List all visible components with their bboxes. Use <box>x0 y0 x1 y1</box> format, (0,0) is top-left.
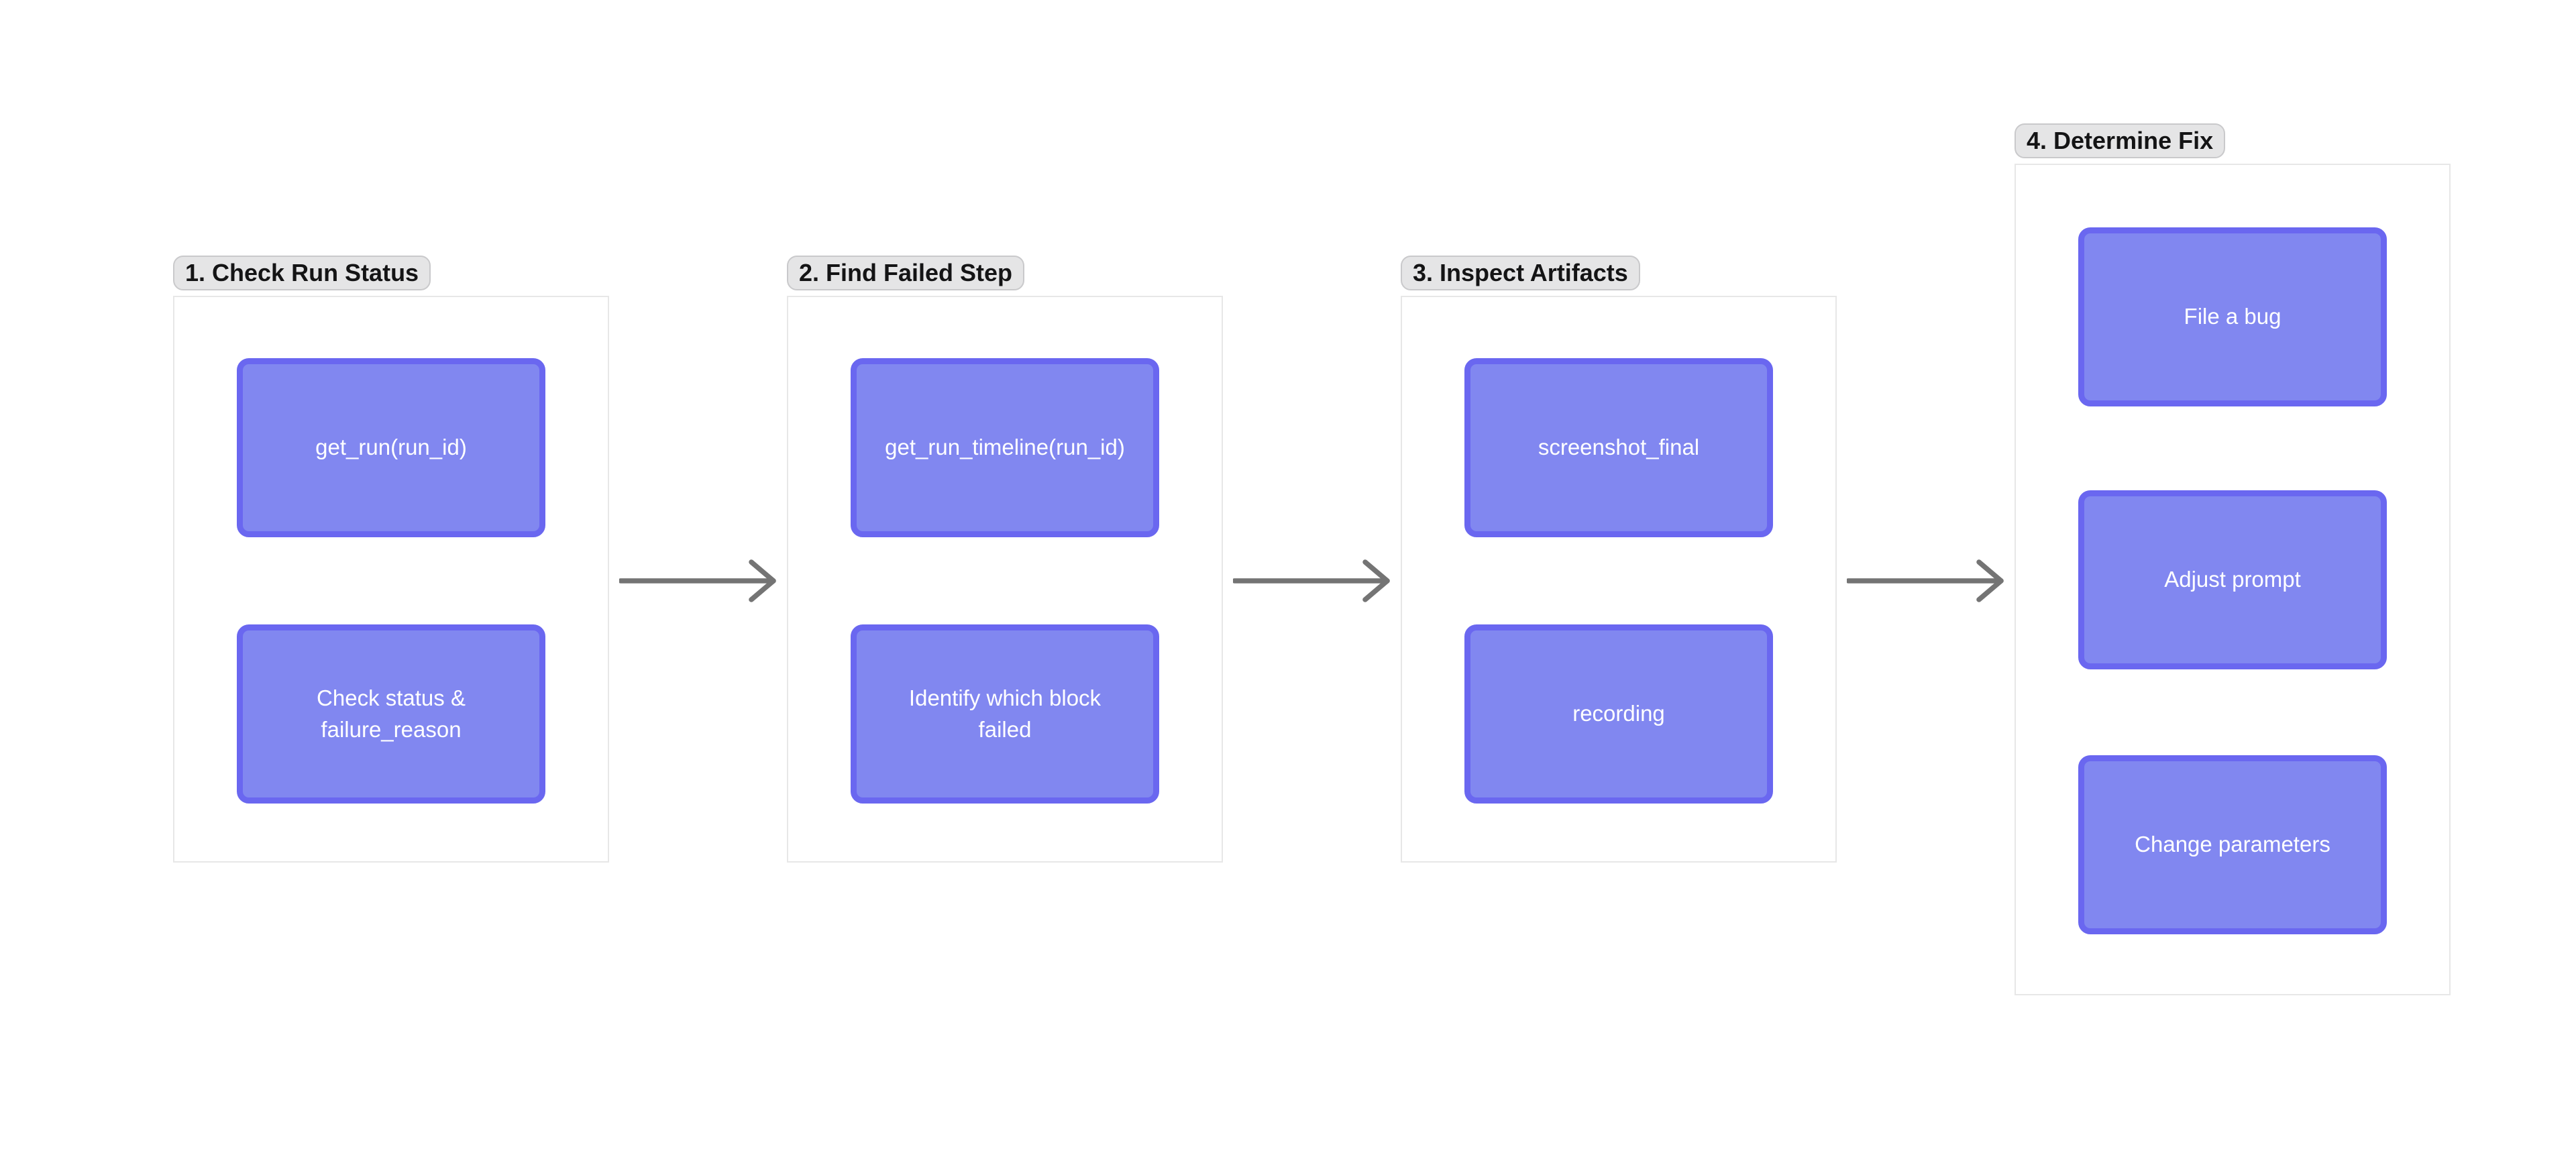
node-file-a-bug[interactable]: File a bug <box>2078 227 2387 406</box>
flow-arrow-3[interactable] <box>1847 541 2008 621</box>
node-screenshot-final[interactable]: screenshot_final <box>1464 358 1773 537</box>
group-frame[interactable]: get_run_timeline(run_id) Identify which … <box>787 296 1223 863</box>
arrow-right-icon <box>1362 559 1390 602</box>
group-label-chip[interactable]: 1. Check Run Status <box>173 256 431 290</box>
group-check-run-status: 1. Check Run Status get_run(run_id) Chec… <box>173 256 609 863</box>
node-label: screenshot_final <box>1538 435 1700 460</box>
group-frame[interactable]: screenshot_final recording <box>1401 296 1837 863</box>
group-frame[interactable]: File a bug Adjust prompt Change paramete… <box>2015 164 2451 995</box>
group-inspect-artifacts: 3. Inspect Artifacts screenshot_final re… <box>1401 256 1837 863</box>
node-label: Adjust prompt <box>2164 567 2301 592</box>
node-check-status-failure-reason[interactable]: Check status & failure_reason <box>237 624 545 804</box>
group-find-failed-step: 2. Find Failed Step get_run_timeline(run… <box>787 256 1223 863</box>
flow-arrow-1[interactable] <box>619 541 780 621</box>
node-label: Check status & failure_reason <box>317 685 466 742</box>
node-label: File a bug <box>2184 304 2282 329</box>
node-recording[interactable]: recording <box>1464 624 1773 804</box>
node-identify-failed-block[interactable]: Identify which block failed <box>851 624 1159 804</box>
node-label: get_run_timeline(run_id) <box>885 435 1125 460</box>
group-label-chip[interactable]: 3. Inspect Artifacts <box>1401 256 1640 290</box>
node-label: get_run(run_id) <box>315 435 467 460</box>
arrow-right-icon <box>1976 559 2004 602</box>
group-frame[interactable]: get_run(run_id) Check status & failure_r… <box>173 296 609 863</box>
node-label: Identify which block failed <box>908 685 1102 742</box>
flow-arrow-2[interactable] <box>1233 541 1394 621</box>
node-label: recording <box>1572 701 1665 726</box>
node-change-parameters[interactable]: Change parameters <box>2078 755 2387 934</box>
node-label: Change parameters <box>2135 832 2330 857</box>
node-get-run[interactable]: get_run(run_id) <box>237 358 545 537</box>
node-adjust-prompt[interactable]: Adjust prompt <box>2078 490 2387 669</box>
group-determine-fix: 4. Determine Fix File a bug Adjust promp… <box>2015 123 2451 995</box>
node-get-run-timeline[interactable]: get_run_timeline(run_id) <box>851 358 1159 537</box>
group-label-chip[interactable]: 2. Find Failed Step <box>787 256 1025 290</box>
group-label-chip[interactable]: 4. Determine Fix <box>2015 123 2226 158</box>
arrow-right-icon <box>749 559 776 602</box>
